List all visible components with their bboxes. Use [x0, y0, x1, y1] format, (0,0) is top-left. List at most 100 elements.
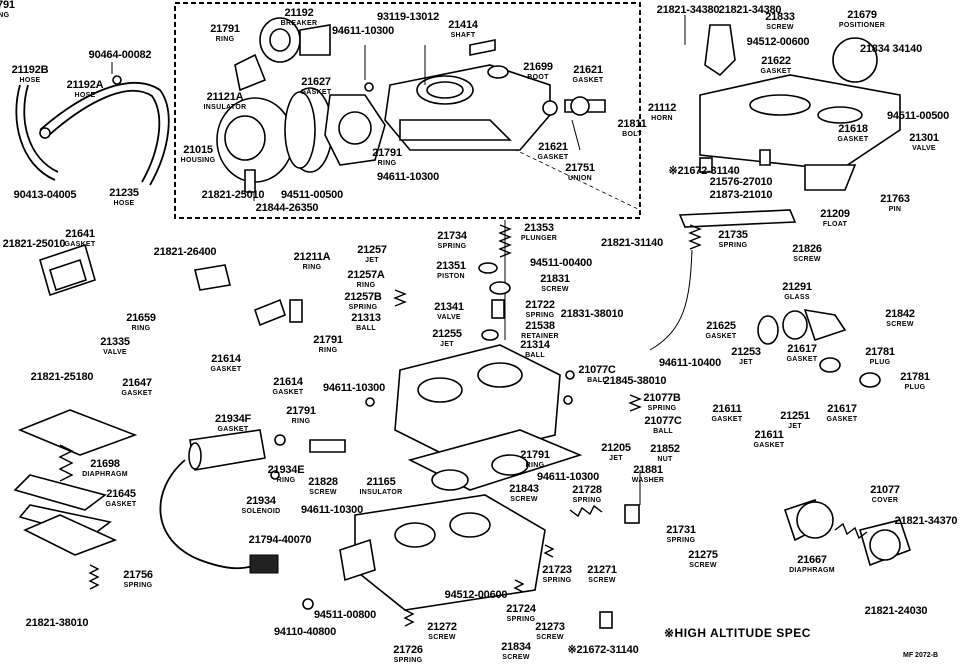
part-name: SCREW — [689, 562, 717, 569]
part-number: 21724 — [506, 603, 536, 615]
part-label-p21576: 21576-27010 — [710, 177, 773, 188]
part-name: SCREW — [886, 321, 914, 328]
part-label-p21672a: ※21672-31140 — [668, 166, 739, 177]
horn-body-drawing — [678, 15, 901, 228]
part-number: 94611-10300 — [331, 25, 395, 37]
part-name: RING — [318, 347, 338, 354]
part-number: 21538 — [525, 320, 555, 332]
part-number: 21873-21010 — [709, 189, 773, 201]
part-name: SPRING — [666, 537, 696, 544]
part-number: 21077B — [643, 392, 681, 404]
part-name: GASKET — [217, 426, 249, 433]
part-number: 21627 — [301, 76, 331, 88]
part-name: BALL — [356, 325, 376, 332]
part-number: 21077 — [870, 484, 900, 496]
part-name: RING — [0, 12, 10, 19]
part-number: 21821-25180 — [30, 371, 94, 383]
part-number: 21811 — [617, 118, 647, 130]
part-number: 21192A — [66, 79, 104, 91]
part-number: 21257 — [357, 244, 387, 256]
part-name: GASKET — [711, 416, 743, 423]
part-number: 21335 — [100, 336, 130, 348]
part-number: 21934E — [267, 464, 305, 476]
part-number: 21271 — [587, 564, 617, 576]
part-number: 21821-25010 — [2, 238, 66, 250]
part-number: 21934 — [246, 495, 276, 507]
part-name: SCREW — [428, 634, 456, 641]
part-number: 90413-04005 — [13, 189, 77, 201]
part-name: RING — [525, 462, 545, 469]
part-number: 94110-40800 — [273, 626, 337, 638]
part-name: BALL — [587, 377, 607, 384]
part-name: RING — [131, 325, 151, 332]
part-label-p94611d: 94611-10300 — [323, 383, 385, 394]
part-label-p94110: 94110-40800 — [274, 627, 336, 638]
part-name: RING — [215, 36, 235, 43]
part-number: 21845-38010 — [603, 375, 667, 387]
part-number: 21614 — [211, 353, 241, 365]
part-number: 21272 — [427, 621, 457, 633]
part-number: 21821-34370 — [894, 515, 958, 527]
part-name: SCREW — [309, 489, 337, 496]
part-number: 21734 — [437, 230, 467, 242]
part-number: 21826 — [792, 243, 822, 255]
part-number: 21843 — [509, 483, 539, 495]
part-number: 21821-31140 — [600, 237, 664, 249]
right-assemblies-drawing — [757, 308, 912, 567]
part-name: BALL — [525, 352, 545, 359]
part-number: 21751 — [565, 162, 595, 174]
part-number: 21934F — [214, 413, 252, 425]
part-number: 21611 — [712, 403, 742, 415]
part-number: 21192B — [11, 64, 49, 76]
part-number: 21576-27010 — [709, 176, 773, 188]
part-number: 21614 — [273, 376, 303, 388]
part-name: BALL — [653, 428, 673, 435]
part-number: ※21672-31140 — [668, 165, 740, 177]
part-name: SPRING — [348, 304, 378, 311]
part-label-p94511d: 94511-00800 — [314, 610, 376, 621]
part-name: WASHER — [631, 477, 665, 484]
part-number: 21852 — [650, 443, 680, 455]
part-number: 21791 — [210, 23, 240, 35]
part-name: JET — [365, 257, 379, 264]
part-number: 21781 — [865, 346, 895, 358]
part-number: 21821-24030 — [864, 605, 928, 617]
part-name: SCREW — [766, 24, 794, 31]
part-name: GASKET — [572, 77, 604, 84]
part-name: VALVE — [912, 145, 936, 152]
part-label-p90413: 90413-04005 — [14, 190, 77, 201]
part-number: 21723 — [542, 564, 572, 576]
part-name: GASKET — [826, 416, 858, 423]
part-number: 21301 — [909, 132, 939, 144]
part-number: 21791 — [286, 405, 316, 417]
part-label-p21821b: 21821-34380 — [657, 5, 720, 16]
part-name: DIAPHRAGM — [789, 567, 835, 574]
part-name: PIN — [888, 206, 902, 213]
part-name: RING — [291, 418, 311, 425]
part-number: 21121A — [206, 91, 244, 103]
